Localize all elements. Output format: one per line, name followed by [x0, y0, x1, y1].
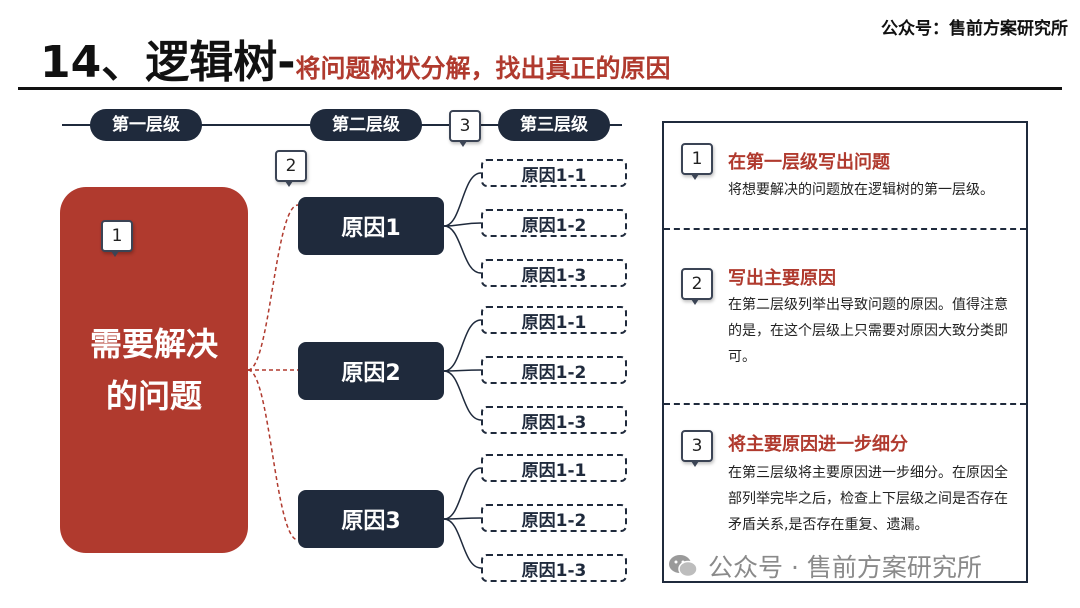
connector-c2-s3 [443, 370, 482, 421]
panel-divider-2 [664, 403, 1026, 405]
connector-c1-s1 [443, 172, 482, 227]
step-3-title: 将主要原因进一步细分 [728, 434, 908, 455]
subcause-2-2: 原因1-2 [481, 356, 627, 384]
cause-box-1: 原因1 [298, 197, 444, 255]
brand-label: 公众号：售前方案研究所 [881, 19, 1068, 39]
subcause-1-3: 原因1-3 [481, 259, 627, 287]
watermark-text: 公众号 · 售前方案研究所 [708, 553, 982, 582]
connector-c3-s2 [443, 517, 482, 520]
callout-1: 1 [101, 220, 133, 257]
subcause-1-2: 原因1-2 [481, 209, 627, 237]
subcause-1-1: 原因1-1 [481, 159, 627, 187]
cause-box-2: 原因2 [298, 342, 444, 400]
connector-c2-s1 [443, 319, 482, 372]
step-2-text: 在第二层级列举出导致问题的原因。值得注意的是，在这个层级上只需要对原因大致分类即… [728, 297, 1008, 365]
step-2-number: 2 [681, 268, 713, 305]
title-main: 14、逻辑树- [40, 37, 296, 88]
connector-problem-cause1 [247, 204, 299, 371]
wechat-icon [669, 555, 698, 578]
step-1-text: 将想要解决的问题放在逻辑树的第一层级。 [728, 182, 994, 198]
step-1-number: 1 [681, 143, 713, 180]
connector-c2-s2 [443, 369, 482, 372]
connector-c1-s2 [443, 222, 482, 227]
page-title: 14、逻辑树-将问题树状分解，找出真正的原因 [40, 26, 671, 90]
callout-3: 3 [449, 110, 481, 147]
callout-2: 2 [275, 150, 307, 187]
panel-divider-1 [664, 228, 1026, 230]
level-pill-2: 第二层级 [310, 109, 422, 141]
title-subtitle: 将问题树状分解，找出真正的原因 [295, 54, 671, 83]
subcause-2-3: 原因1-3 [481, 406, 627, 434]
watermark: 公众号 · 售前方案研究所 [668, 548, 982, 584]
problem-label: 需要解决的问题 [89, 325, 218, 415]
step-3-number: 3 [681, 430, 713, 467]
connector-c3-s1 [443, 467, 482, 520]
step-2-title: 写出主要原因 [728, 268, 836, 289]
subcause-3-3: 原因1-3 [481, 554, 627, 582]
subcause-2-1: 原因1-1 [481, 306, 627, 334]
step-3-text: 在第三层级将主要原因进一步细分。在原因全部列举完毕之后，检查上下层级之间是否存在… [728, 465, 1008, 533]
connector-c1-s3 [443, 225, 482, 274]
connector-problem-cause3 [247, 369, 299, 541]
level-pill-3: 第三层级 [498, 109, 610, 141]
subcause-3-2: 原因1-2 [481, 504, 627, 532]
connector-c3-s3 [443, 518, 482, 569]
title-divider [18, 87, 1062, 90]
explanation-panel [662, 121, 1028, 583]
problem-box: 需要解决的问题 [60, 187, 248, 553]
level-pill-1: 第一层级 [90, 109, 202, 141]
step-1-title: 在第一层级写出问题 [728, 152, 890, 173]
cause-box-3: 原因3 [298, 490, 444, 548]
subcause-3-1: 原因1-1 [481, 454, 627, 482]
